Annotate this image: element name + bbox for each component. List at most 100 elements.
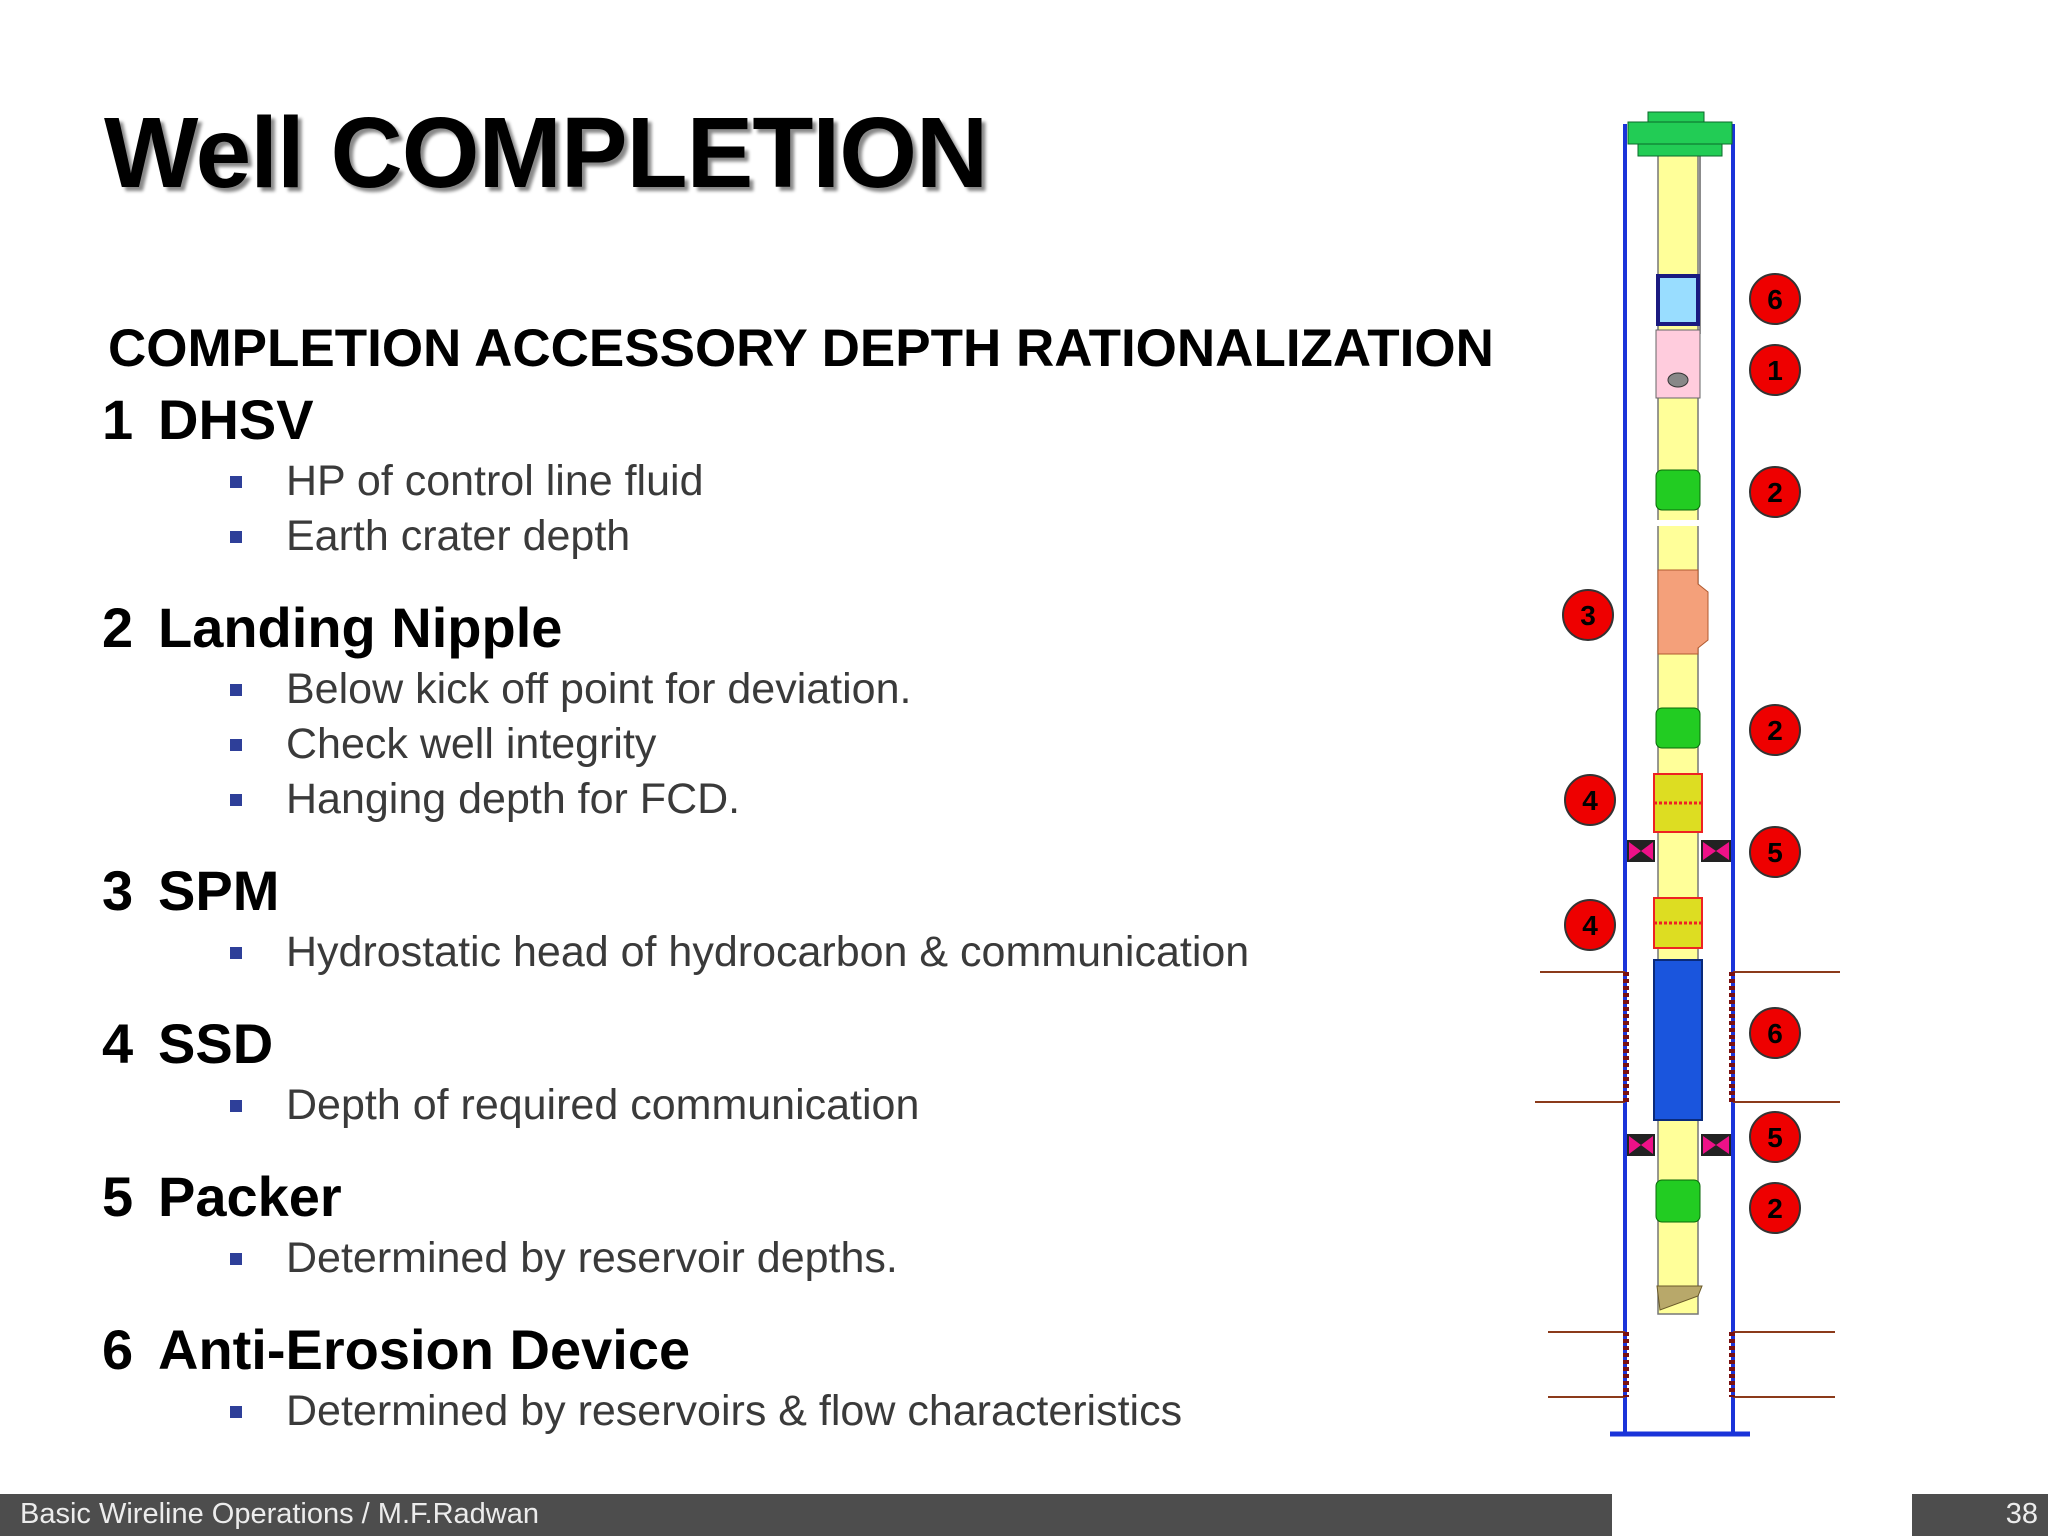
bullet-item: Hanging depth for FCD. [102, 772, 1502, 827]
section-heading: 5 Packer [102, 1163, 1502, 1231]
bullet-square-icon [230, 1253, 242, 1265]
well-completion-diagram: 6 1 2 3 2 4 5 4 6 5 2 [1530, 104, 1870, 1449]
bullet-list: HP of control line fluid Earth crater de… [102, 454, 1502, 564]
section-number: 4 [102, 1012, 134, 1075]
marker-2-nipple-middle: 2 [1749, 704, 1801, 756]
section-heading: 1 DHSV [102, 386, 1502, 454]
bullet-text: Depth of required communication [286, 1081, 920, 1129]
marker-label: 6 [1767, 1018, 1783, 1049]
marker-label: 5 [1767, 837, 1783, 868]
marker-4-ssd-upper: 4 [1564, 774, 1616, 826]
footer-text: Basic Wireline Operations / M.F.Radwan [20, 1498, 539, 1530]
section-number: 5 [102, 1165, 134, 1228]
bullet-list: Determined by reservoir depths. [102, 1231, 1502, 1286]
marker-label: 6 [1767, 284, 1783, 315]
landing-nipple-middle [1655, 707, 1701, 749]
wellhead-top [1647, 111, 1705, 123]
section-title: Landing Nipple [158, 596, 563, 659]
marker-2-nipple-upper: 2 [1749, 466, 1801, 518]
landing-nipple-upper [1655, 469, 1701, 511]
formation-lines [1535, 971, 1840, 1398]
section-title: Anti-Erosion Device [158, 1318, 691, 1381]
marker-label: 4 [1582, 785, 1598, 816]
flow-coupling-upper [1656, 274, 1700, 326]
marker-6-flow-coupling: 6 [1749, 273, 1801, 325]
wireline-entry-guide [1656, 1285, 1703, 1311]
packer-lower [1627, 1134, 1731, 1156]
bullet-square-icon [230, 794, 242, 806]
section-title: SSD [158, 1012, 274, 1075]
spm-mandrel [1657, 569, 1709, 655]
section-number: 3 [102, 859, 134, 922]
bullet-text: HP of control line fluid [286, 457, 704, 505]
marker-label: 3 [1580, 600, 1596, 631]
section-ssd: 4 SSD Depth of required communication [102, 1010, 1502, 1133]
bullet-square-icon [230, 684, 242, 696]
section-number: 6 [102, 1318, 134, 1381]
bullet-square-icon [230, 947, 242, 959]
section-number: 1 [102, 388, 134, 451]
bullet-item: Depth of required communication [102, 1078, 1502, 1133]
accessory-list: 1 DHSV HP of control line fluid Earth cra… [102, 386, 1502, 1469]
section-landing-nipple: 2 Landing Nipple Below kick off point for… [102, 594, 1502, 827]
bullet-text: Determined by reservoirs & flow characte… [286, 1387, 1183, 1435]
packer-upper [1627, 840, 1731, 862]
bullet-text: Below kick off point for deviation. [286, 665, 912, 713]
blast-joint [1653, 959, 1703, 1121]
dhsv-body [1655, 329, 1701, 399]
bullet-square-icon [230, 1406, 242, 1418]
bullet-text: Determined by reservoir depths. [286, 1234, 898, 1282]
bullet-text: Earth crater depth [286, 512, 631, 560]
marker-3-spm: 3 [1562, 589, 1614, 641]
footer-bar: Basic Wireline Operations / M.F.Radwan [0, 1494, 1612, 1536]
page-subtitle: COMPLETION ACCESSORY DEPTH RATIONALIZATI… [108, 319, 1494, 378]
bullet-item: Determined by reservoir depths. [102, 1231, 1502, 1286]
page-title: Well COMPLETION [104, 97, 988, 209]
section-anti-erosion: 6 Anti-Erosion Device Determined by reser… [102, 1316, 1502, 1439]
bullet-list: Hydrostatic head of hydrocarbon & commun… [102, 925, 1502, 980]
marker-label: 1 [1767, 355, 1783, 386]
marker-4-ssd-lower: 4 [1564, 899, 1616, 951]
bullet-item: Determined by reservoirs & flow characte… [102, 1384, 1502, 1439]
marker-2-nipple-lower: 2 [1749, 1182, 1801, 1234]
section-heading: 4 SSD [102, 1010, 1502, 1078]
perforations [1623, 972, 1735, 1397]
marker-6-blast-joint: 6 [1749, 1007, 1801, 1059]
tubing-gap [1657, 520, 1699, 526]
bullet-list: Depth of required communication [102, 1078, 1502, 1133]
bullet-item: Hydrostatic head of hydrocarbon & commun… [102, 925, 1502, 980]
page-number: 38 [2005, 1498, 2038, 1530]
bullet-text: Check well integrity [286, 720, 657, 768]
dhsv-valve [1667, 372, 1689, 388]
wellhead-body [1627, 121, 1733, 145]
section-heading: 3 SPM [102, 857, 1502, 925]
wellhead-base [1637, 143, 1723, 157]
section-title: DHSV [158, 388, 314, 451]
section-title: Packer [158, 1165, 342, 1228]
bullet-square-icon [230, 476, 242, 488]
bullet-list: Below kick off point for deviation. Chec… [102, 662, 1502, 827]
section-spm: 3 SPM Hydrostatic head of hydrocarbon & c… [102, 857, 1502, 980]
marker-label: 2 [1767, 477, 1783, 508]
bullet-item: Earth crater depth [102, 509, 1502, 564]
section-title: SPM [158, 859, 280, 922]
landing-nipple-lower [1655, 1179, 1701, 1223]
section-heading: 6 Anti-Erosion Device [102, 1316, 1502, 1384]
marker-5-packer-upper: 5 [1749, 826, 1801, 878]
marker-1-dhsv: 1 [1749, 344, 1801, 396]
marker-label: 2 [1767, 715, 1783, 746]
bullet-square-icon [230, 1100, 242, 1112]
bullet-item: Below kick off point for deviation. [102, 662, 1502, 717]
marker-label: 4 [1582, 910, 1598, 941]
section-packer: 5 Packer Determined by reservoir depths. [102, 1163, 1502, 1286]
section-heading: 2 Landing Nipple [102, 594, 1502, 662]
section-number: 2 [102, 596, 134, 659]
bullet-item: HP of control line fluid [102, 454, 1502, 509]
marker-label: 5 [1767, 1122, 1783, 1153]
page-number-bar: 38 [1912, 1494, 2048, 1536]
bullet-square-icon [230, 531, 242, 543]
marker-5-packer-lower: 5 [1749, 1111, 1801, 1163]
bullet-list: Determined by reservoirs & flow characte… [102, 1384, 1502, 1439]
bullet-item: Check well integrity [102, 717, 1502, 772]
bullet-square-icon [230, 739, 242, 751]
